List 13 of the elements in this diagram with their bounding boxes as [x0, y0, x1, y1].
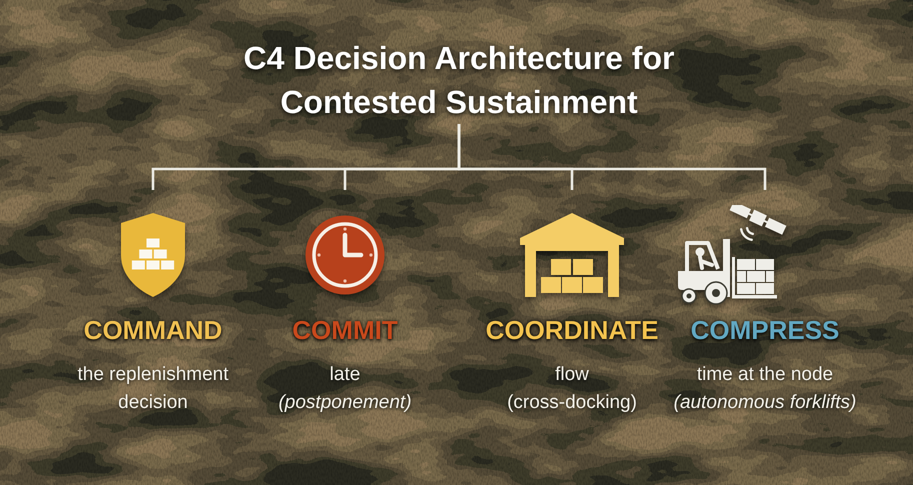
item-note: (cross-docking) [507, 391, 637, 415]
item-note: (autonomous forklifts) [674, 391, 856, 415]
tree-connector [458, 124, 766, 190]
item-heading: COMMIT [292, 315, 398, 345]
item-description: late [330, 363, 360, 387]
item-note: (postponement) [278, 391, 412, 415]
item-heading: COMPRESS [690, 315, 840, 345]
item-heading: COORDINATE [486, 315, 658, 345]
item-description: the replenishment decision [76, 363, 230, 415]
item-heading: COMMAND [84, 315, 222, 345]
title: C4 Decision Architecture for Contested Sustainment [224, 36, 694, 124]
item-description: time at the node [696, 363, 834, 387]
item-description: flow [555, 363, 589, 387]
